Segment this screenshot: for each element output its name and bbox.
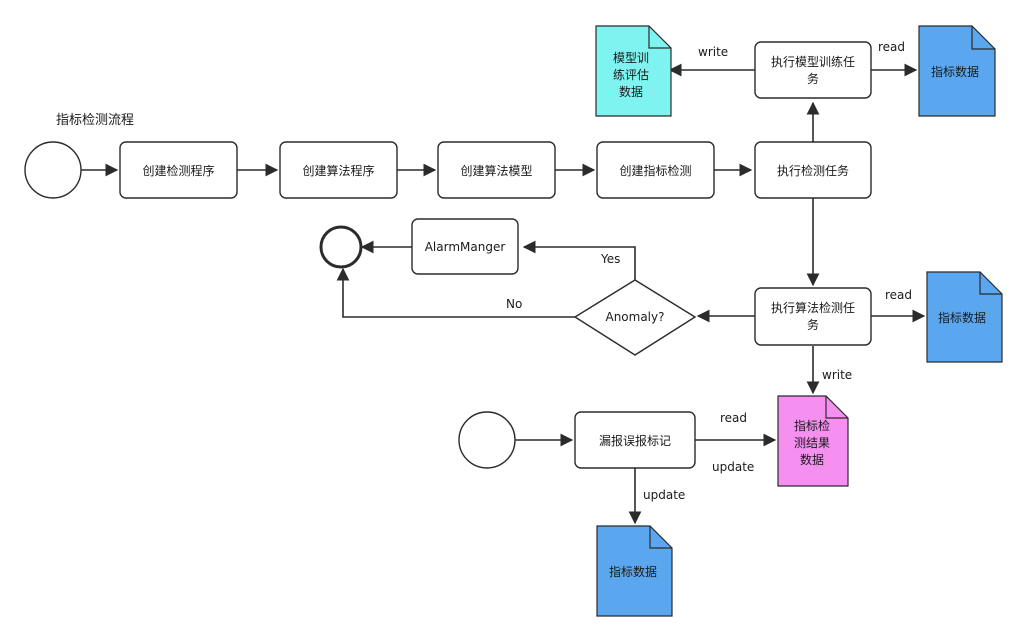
edge-label-write-mid: write xyxy=(822,368,852,382)
doc-metric-data-top[interactable]: 指标数据 xyxy=(918,25,996,117)
doc-model-eval[interactable]: 模型训 练评估 数据 xyxy=(595,25,672,117)
process-box xyxy=(411,218,519,275)
process-box xyxy=(754,41,872,99)
process-run-detect-task[interactable]: 执行检测任务 xyxy=(754,141,872,199)
process-label: 创建算法模型 xyxy=(460,163,532,178)
process-label-line2: 务 xyxy=(807,71,819,86)
process-label: 执行检测任务 xyxy=(777,163,849,178)
process-create-program[interactable]: 创建检测程序 xyxy=(119,141,238,199)
process-box xyxy=(279,141,398,199)
edge-label-no: No xyxy=(506,297,522,311)
process-box xyxy=(437,141,556,199)
edge-label-write-top: write xyxy=(698,45,728,59)
end-circle xyxy=(319,225,363,269)
process-label: 创建指标检测 xyxy=(619,163,691,178)
doc-fold xyxy=(649,526,672,549)
doc-metric-data-bottom[interactable]: 指标数据 xyxy=(596,525,673,617)
process-run-algo-detect[interactable]: 执行算法检测任 务 xyxy=(754,287,872,346)
doc-label-line2: 测结果 xyxy=(794,436,830,450)
doc-fold xyxy=(971,26,995,50)
process-label-line2: 务 xyxy=(807,317,819,332)
edges xyxy=(81,63,926,525)
edge-label-read-mid: read xyxy=(885,288,912,302)
process-box xyxy=(574,411,696,469)
doc-label-line3: 数据 xyxy=(619,84,643,99)
doc-label: 指标数据 xyxy=(609,564,657,579)
process-create-metric-detect[interactable]: 创建指标检测 xyxy=(596,141,715,199)
process-box xyxy=(119,141,238,199)
doc-label-line3: 数据 xyxy=(800,452,824,467)
diagram-title: 指标检测流程 xyxy=(56,113,134,128)
process-box xyxy=(754,141,872,199)
doc-label-line1: 指标检 xyxy=(794,418,830,433)
edge-label-read-bottom: read xyxy=(720,411,747,425)
doc-label: 指标数据 xyxy=(931,64,979,79)
process-box xyxy=(754,287,872,346)
edge-anomaly-no-to-end xyxy=(336,267,575,318)
decision-label: Anomaly? xyxy=(605,310,664,324)
process-false-alarm-mark[interactable]: 漏报误报标记 xyxy=(574,411,696,469)
process-alarm-manager[interactable]: AlarmManger xyxy=(411,218,519,275)
doc-label-line2: 练评估 xyxy=(613,67,649,82)
doc-fold xyxy=(825,396,848,419)
process-label: 创建算法程序 xyxy=(302,163,374,178)
process-run-model-train[interactable]: 执行模型训练任 务 xyxy=(754,41,872,99)
process-label-line1: 执行模型训练任 xyxy=(771,54,855,69)
process-create-algo-program[interactable]: 创建算法程序 xyxy=(279,141,398,199)
process-label-line1: 执行算法检测任 xyxy=(771,300,855,315)
process-label: 漏报误报标记 xyxy=(599,433,671,448)
doc-fold xyxy=(648,26,671,49)
process-label: 创建检测程序 xyxy=(142,163,214,178)
decision-anomaly[interactable]: Anomaly? xyxy=(573,279,697,356)
process-create-algo-model[interactable]: 创建算法模型 xyxy=(437,141,556,199)
doc-label-line1: 模型训 xyxy=(613,51,649,65)
decision-diamond xyxy=(573,279,697,356)
doc-detect-result[interactable]: 指标检 测结果 数据 xyxy=(777,395,849,487)
process-label: AlarmManger xyxy=(425,240,506,254)
doc-fold xyxy=(979,272,1002,295)
doc-metric-data-mid[interactable]: 指标数据 xyxy=(926,271,1003,363)
process-box xyxy=(596,141,715,199)
doc-label: 指标数据 xyxy=(938,310,986,325)
edge-label-read-top: read xyxy=(878,40,905,54)
start-circle xyxy=(24,141,82,199)
edge-label-yes: Yes xyxy=(600,252,620,266)
edge-label-update-down: update xyxy=(643,488,685,502)
edge-label-update-right: update xyxy=(712,460,754,474)
start-circle-2 xyxy=(458,411,516,469)
edge-anomaly-yes-to-alarm xyxy=(522,240,636,280)
